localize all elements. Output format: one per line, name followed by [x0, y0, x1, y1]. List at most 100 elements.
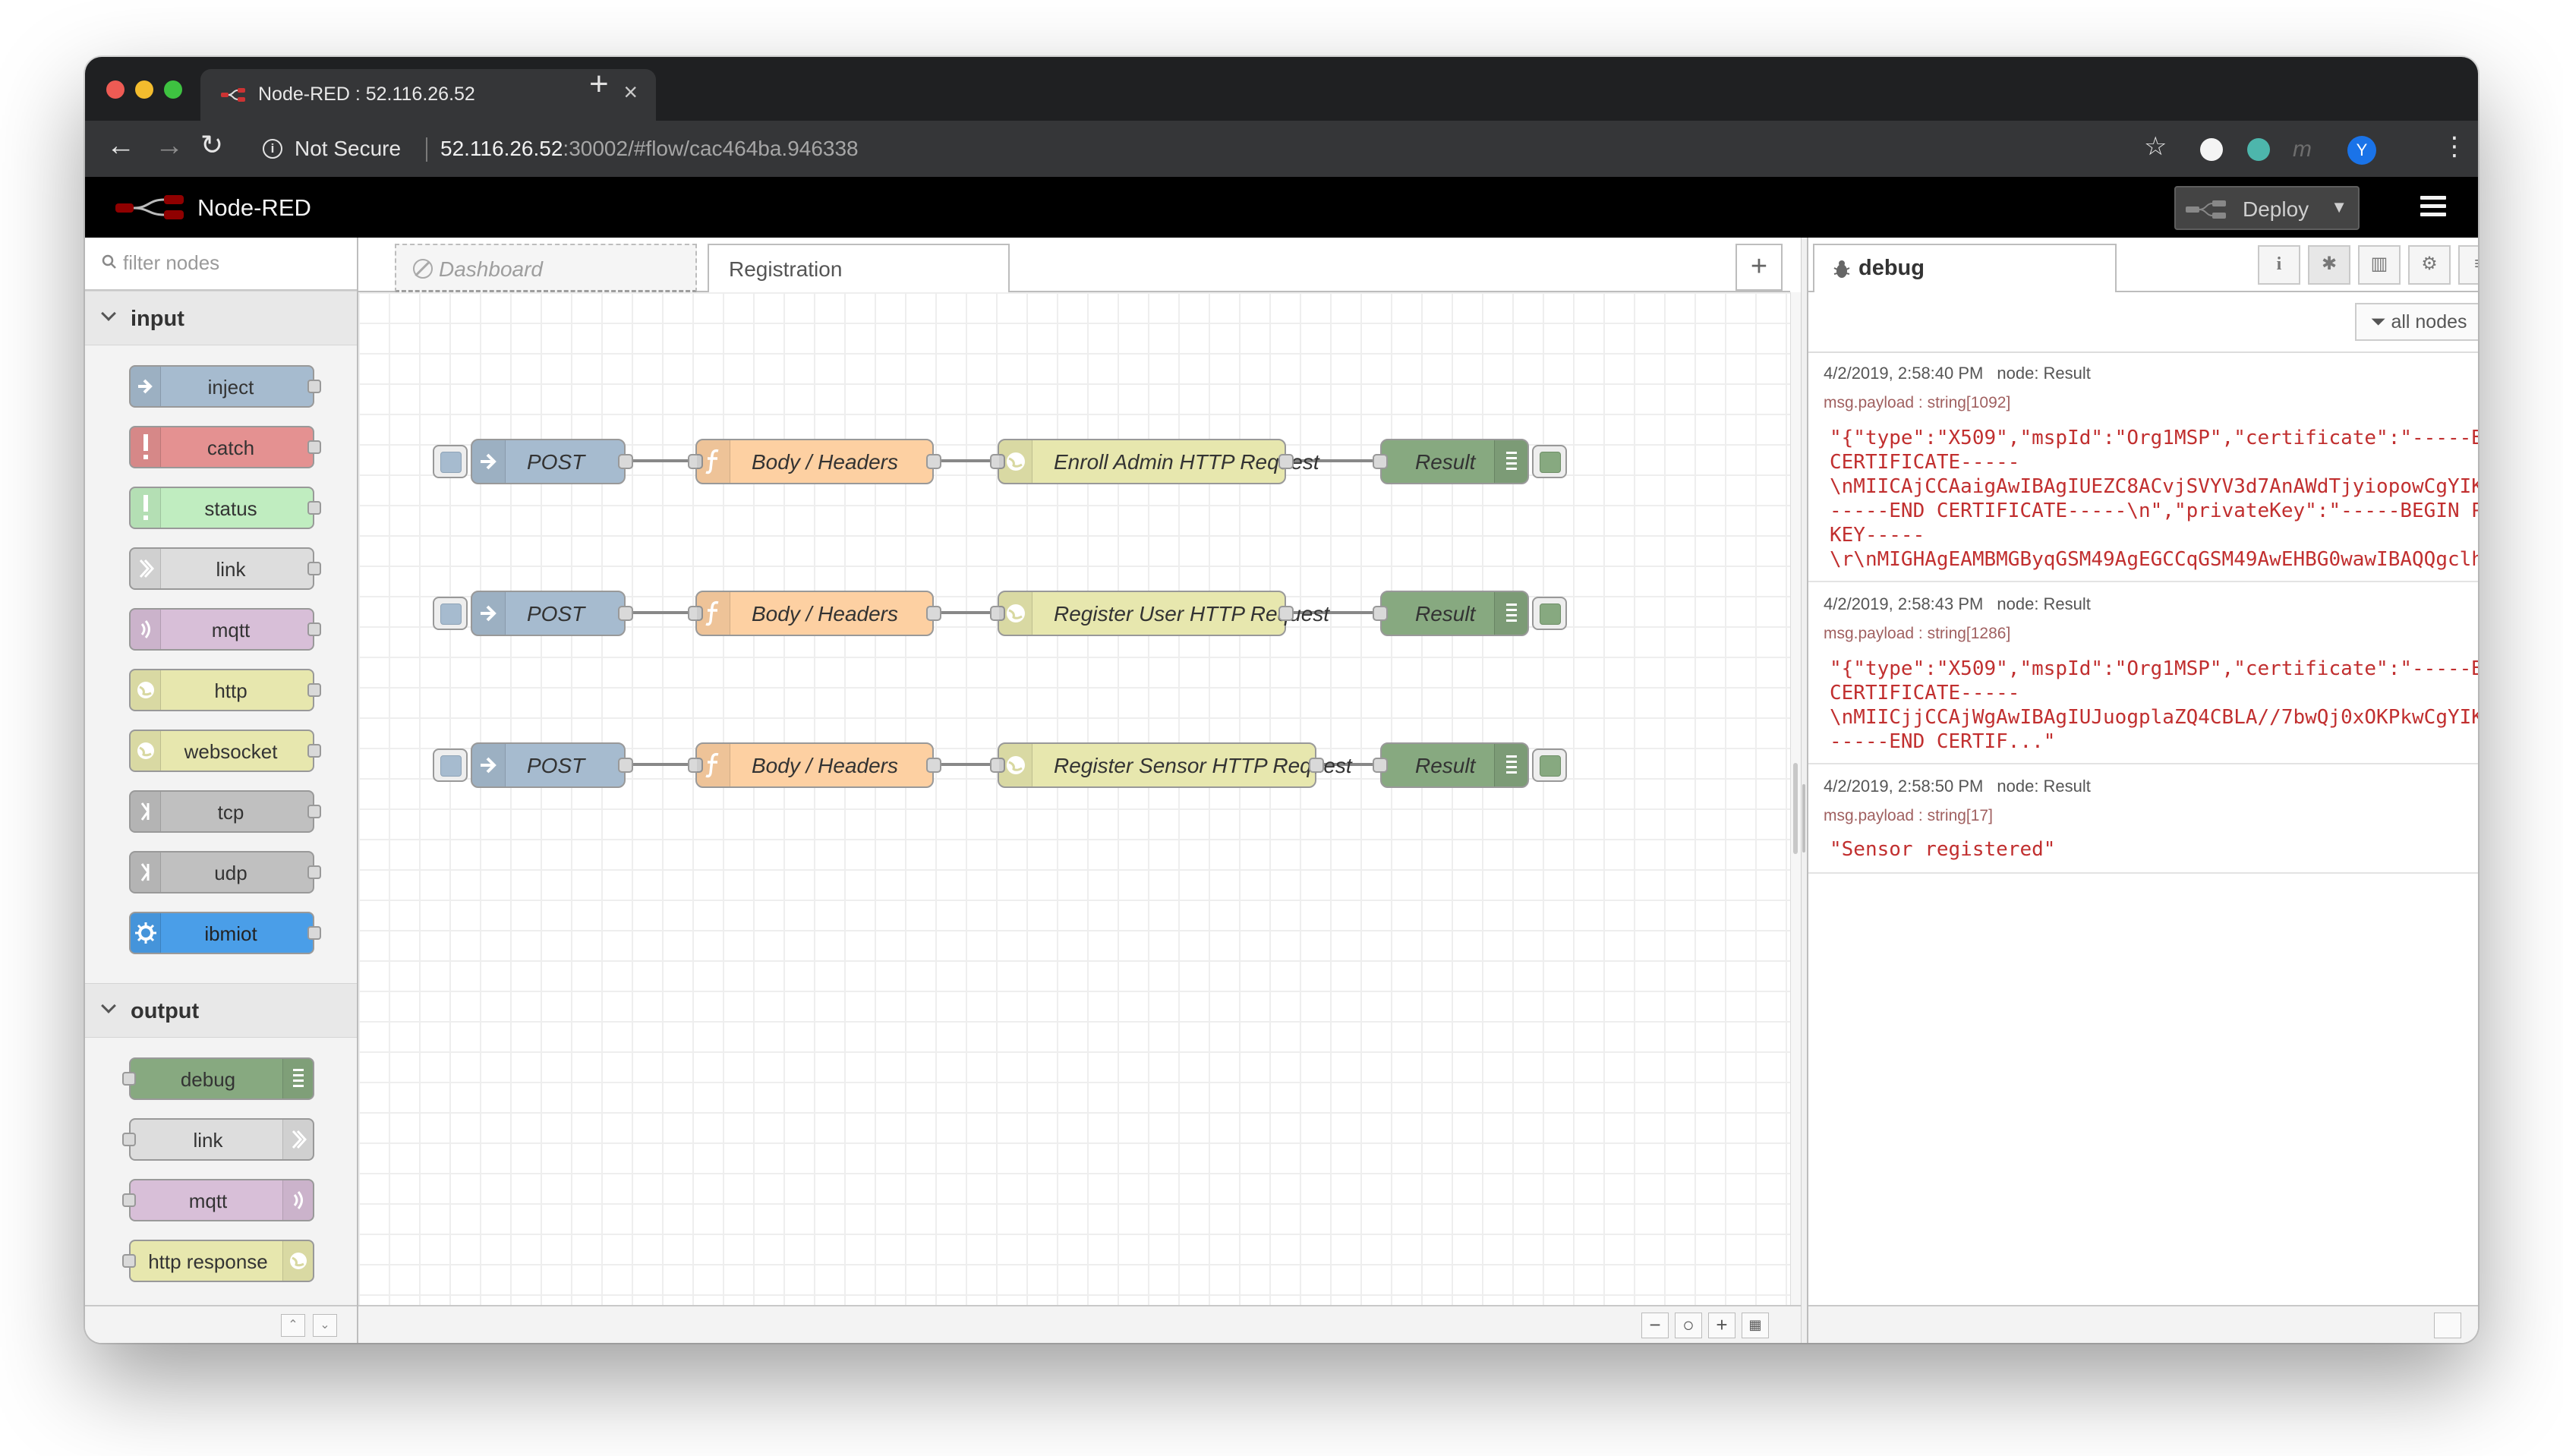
wire[interactable]	[1286, 459, 1380, 462]
browser-menu-icon[interactable]: ⋮	[2442, 132, 2467, 161]
debug-tab-bug-icon[interactable]: ✱	[2308, 245, 2350, 285]
message-payload[interactable]: "{"type":"X509","mspId":"Org1MSP","certi…	[1830, 427, 2478, 571]
wire[interactable]	[626, 459, 695, 462]
palette-node-link-in[interactable]: link	[129, 547, 321, 590]
output-port[interactable]	[1309, 758, 1324, 773]
new-tab-button[interactable]: +	[589, 65, 609, 102]
palette-node-http-response[interactable]: http response	[122, 1240, 314, 1282]
back-arrow-icon[interactable]: ←	[106, 130, 135, 162]
inject-node[interactable]: POST	[433, 439, 633, 484]
config-gear-icon[interactable]: ⚙	[2408, 245, 2451, 285]
profile-avatar[interactable]: Y	[2347, 136, 2376, 165]
wire[interactable]	[1316, 763, 1380, 766]
deploy-button[interactable]: Deploy ▼	[2174, 186, 2360, 230]
debug-node[interactable]: Result	[1373, 742, 1567, 788]
output-port[interactable]	[307, 501, 321, 515]
wire[interactable]	[626, 763, 695, 766]
output-port[interactable]	[307, 622, 321, 636]
filter-all-nodes-button[interactable]: ⏷ all nodes	[2355, 303, 2478, 341]
palette-node-inject[interactable]: inject	[129, 365, 321, 408]
http-request-node[interactable]: Register Sensor HTTP Request	[990, 742, 1352, 788]
input-port[interactable]	[122, 1072, 136, 1086]
wire[interactable]	[626, 611, 695, 614]
tab-dashboard[interactable]: Dashboard	[395, 244, 697, 292]
palette-node-mqtt-in[interactable]: mqtt	[129, 608, 321, 651]
main-menu-icon[interactable]	[2420, 196, 2446, 217]
flow-canvas[interactable]: POST Body / Headers Enroll Admin HTTP Re…	[358, 292, 1790, 1305]
tab-registration[interactable]: Registration	[708, 244, 1010, 294]
output-port[interactable]	[307, 562, 321, 575]
output-port[interactable]	[307, 744, 321, 758]
palette-node-ibmiot[interactable]: ibmiot	[129, 912, 321, 954]
debug-toggle-button[interactable]	[1532, 445, 1567, 478]
palette-node-http-in[interactable]: http	[129, 669, 321, 711]
input-port[interactable]	[990, 758, 1005, 773]
inject-trigger-button[interactable]	[433, 445, 468, 478]
wire[interactable]	[934, 611, 998, 614]
debug-toggle-button[interactable]	[1532, 597, 1567, 630]
palette-search-input[interactable]: filter nodes	[85, 238, 357, 291]
bookmark-star-icon[interactable]: ☆	[2144, 132, 2167, 161]
tab-close-icon[interactable]: ×	[623, 78, 638, 106]
zoom-reset-button[interactable]: ○	[1675, 1313, 1702, 1338]
palette-node-catch[interactable]: catch	[129, 426, 321, 468]
output-port[interactable]	[307, 805, 321, 818]
inject-trigger-button[interactable]	[433, 597, 468, 630]
output-port[interactable]	[307, 865, 321, 879]
input-port[interactable]	[688, 606, 703, 621]
collapse-all-icon[interactable]: ⌃	[281, 1314, 305, 1337]
reload-icon[interactable]: ↻	[200, 129, 224, 160]
http-request-node[interactable]: Register User HTTP Request	[990, 591, 1329, 636]
input-port[interactable]	[122, 1254, 136, 1268]
palette-category-input[interactable]: input	[85, 291, 357, 345]
splitter-grip[interactable]	[1802, 784, 1805, 852]
output-port[interactable]	[1278, 606, 1294, 621]
extension-icon[interactable]	[2200, 138, 2223, 161]
input-port[interactable]	[1373, 606, 1388, 621]
browser-tab[interactable]: Node-RED : 52.116.26.52 ×	[200, 69, 656, 121]
function-node[interactable]: Body / Headers	[688, 742, 941, 788]
palette-node-link-out[interactable]: link	[122, 1118, 314, 1161]
extension-m-icon[interactable]: m	[2293, 137, 2312, 162]
zoom-in-button[interactable]: +	[1708, 1313, 1735, 1338]
deploy-dropdown-icon[interactable]: ▼	[2331, 197, 2347, 216]
wire[interactable]	[934, 459, 998, 462]
http-request-node[interactable]: Enroll Admin HTTP Request	[990, 439, 1319, 484]
message-payload[interactable]: "{"type":"X509","mspId":"Org1MSP","certi…	[1830, 657, 2478, 753]
input-port[interactable]	[688, 454, 703, 469]
input-port[interactable]	[122, 1133, 136, 1146]
output-port[interactable]	[926, 606, 941, 621]
navigator-map-icon[interactable]: ▦	[1742, 1313, 1769, 1338]
extension-teal-icon[interactable]	[2247, 138, 2270, 161]
zoom-out-button[interactable]: −	[1641, 1313, 1669, 1338]
context-data-icon[interactable]: ≡	[2458, 245, 2478, 285]
info-icon[interactable]: i	[263, 139, 282, 159]
palette-category-output[interactable]: output	[85, 983, 357, 1038]
output-port[interactable]	[618, 454, 633, 469]
tab-debug[interactable]: debug	[1813, 244, 2117, 294]
close-window-button[interactable]	[106, 80, 125, 99]
dashboard-chart-icon[interactable]: ▥	[2358, 245, 2401, 285]
input-port[interactable]	[1373, 454, 1388, 469]
output-port[interactable]	[307, 683, 321, 697]
info-tab-icon[interactable]: i	[2258, 245, 2300, 285]
scrollbar-thumb[interactable]	[1793, 763, 1798, 854]
palette-node-mqtt-out[interactable]: mqtt	[122, 1179, 314, 1221]
output-port[interactable]	[307, 440, 321, 454]
output-port[interactable]	[926, 454, 941, 469]
address-bar[interactable]: i Not Secure 52.116.26.52:30002/#flow/ca…	[251, 121, 2224, 177]
input-port[interactable]	[990, 606, 1005, 621]
input-port[interactable]	[1373, 758, 1388, 773]
forward-arrow-icon[interactable]: →	[155, 130, 184, 162]
input-port[interactable]	[122, 1193, 136, 1207]
wire[interactable]	[1286, 611, 1380, 614]
message-node[interactable]: node: Result	[1997, 364, 2091, 383]
output-port[interactable]	[307, 926, 321, 940]
output-port[interactable]	[1278, 454, 1294, 469]
wire[interactable]	[934, 763, 998, 766]
palette-node-status[interactable]: status	[129, 487, 321, 529]
message-payload[interactable]: "Sensor registered"	[1830, 838, 2056, 861]
